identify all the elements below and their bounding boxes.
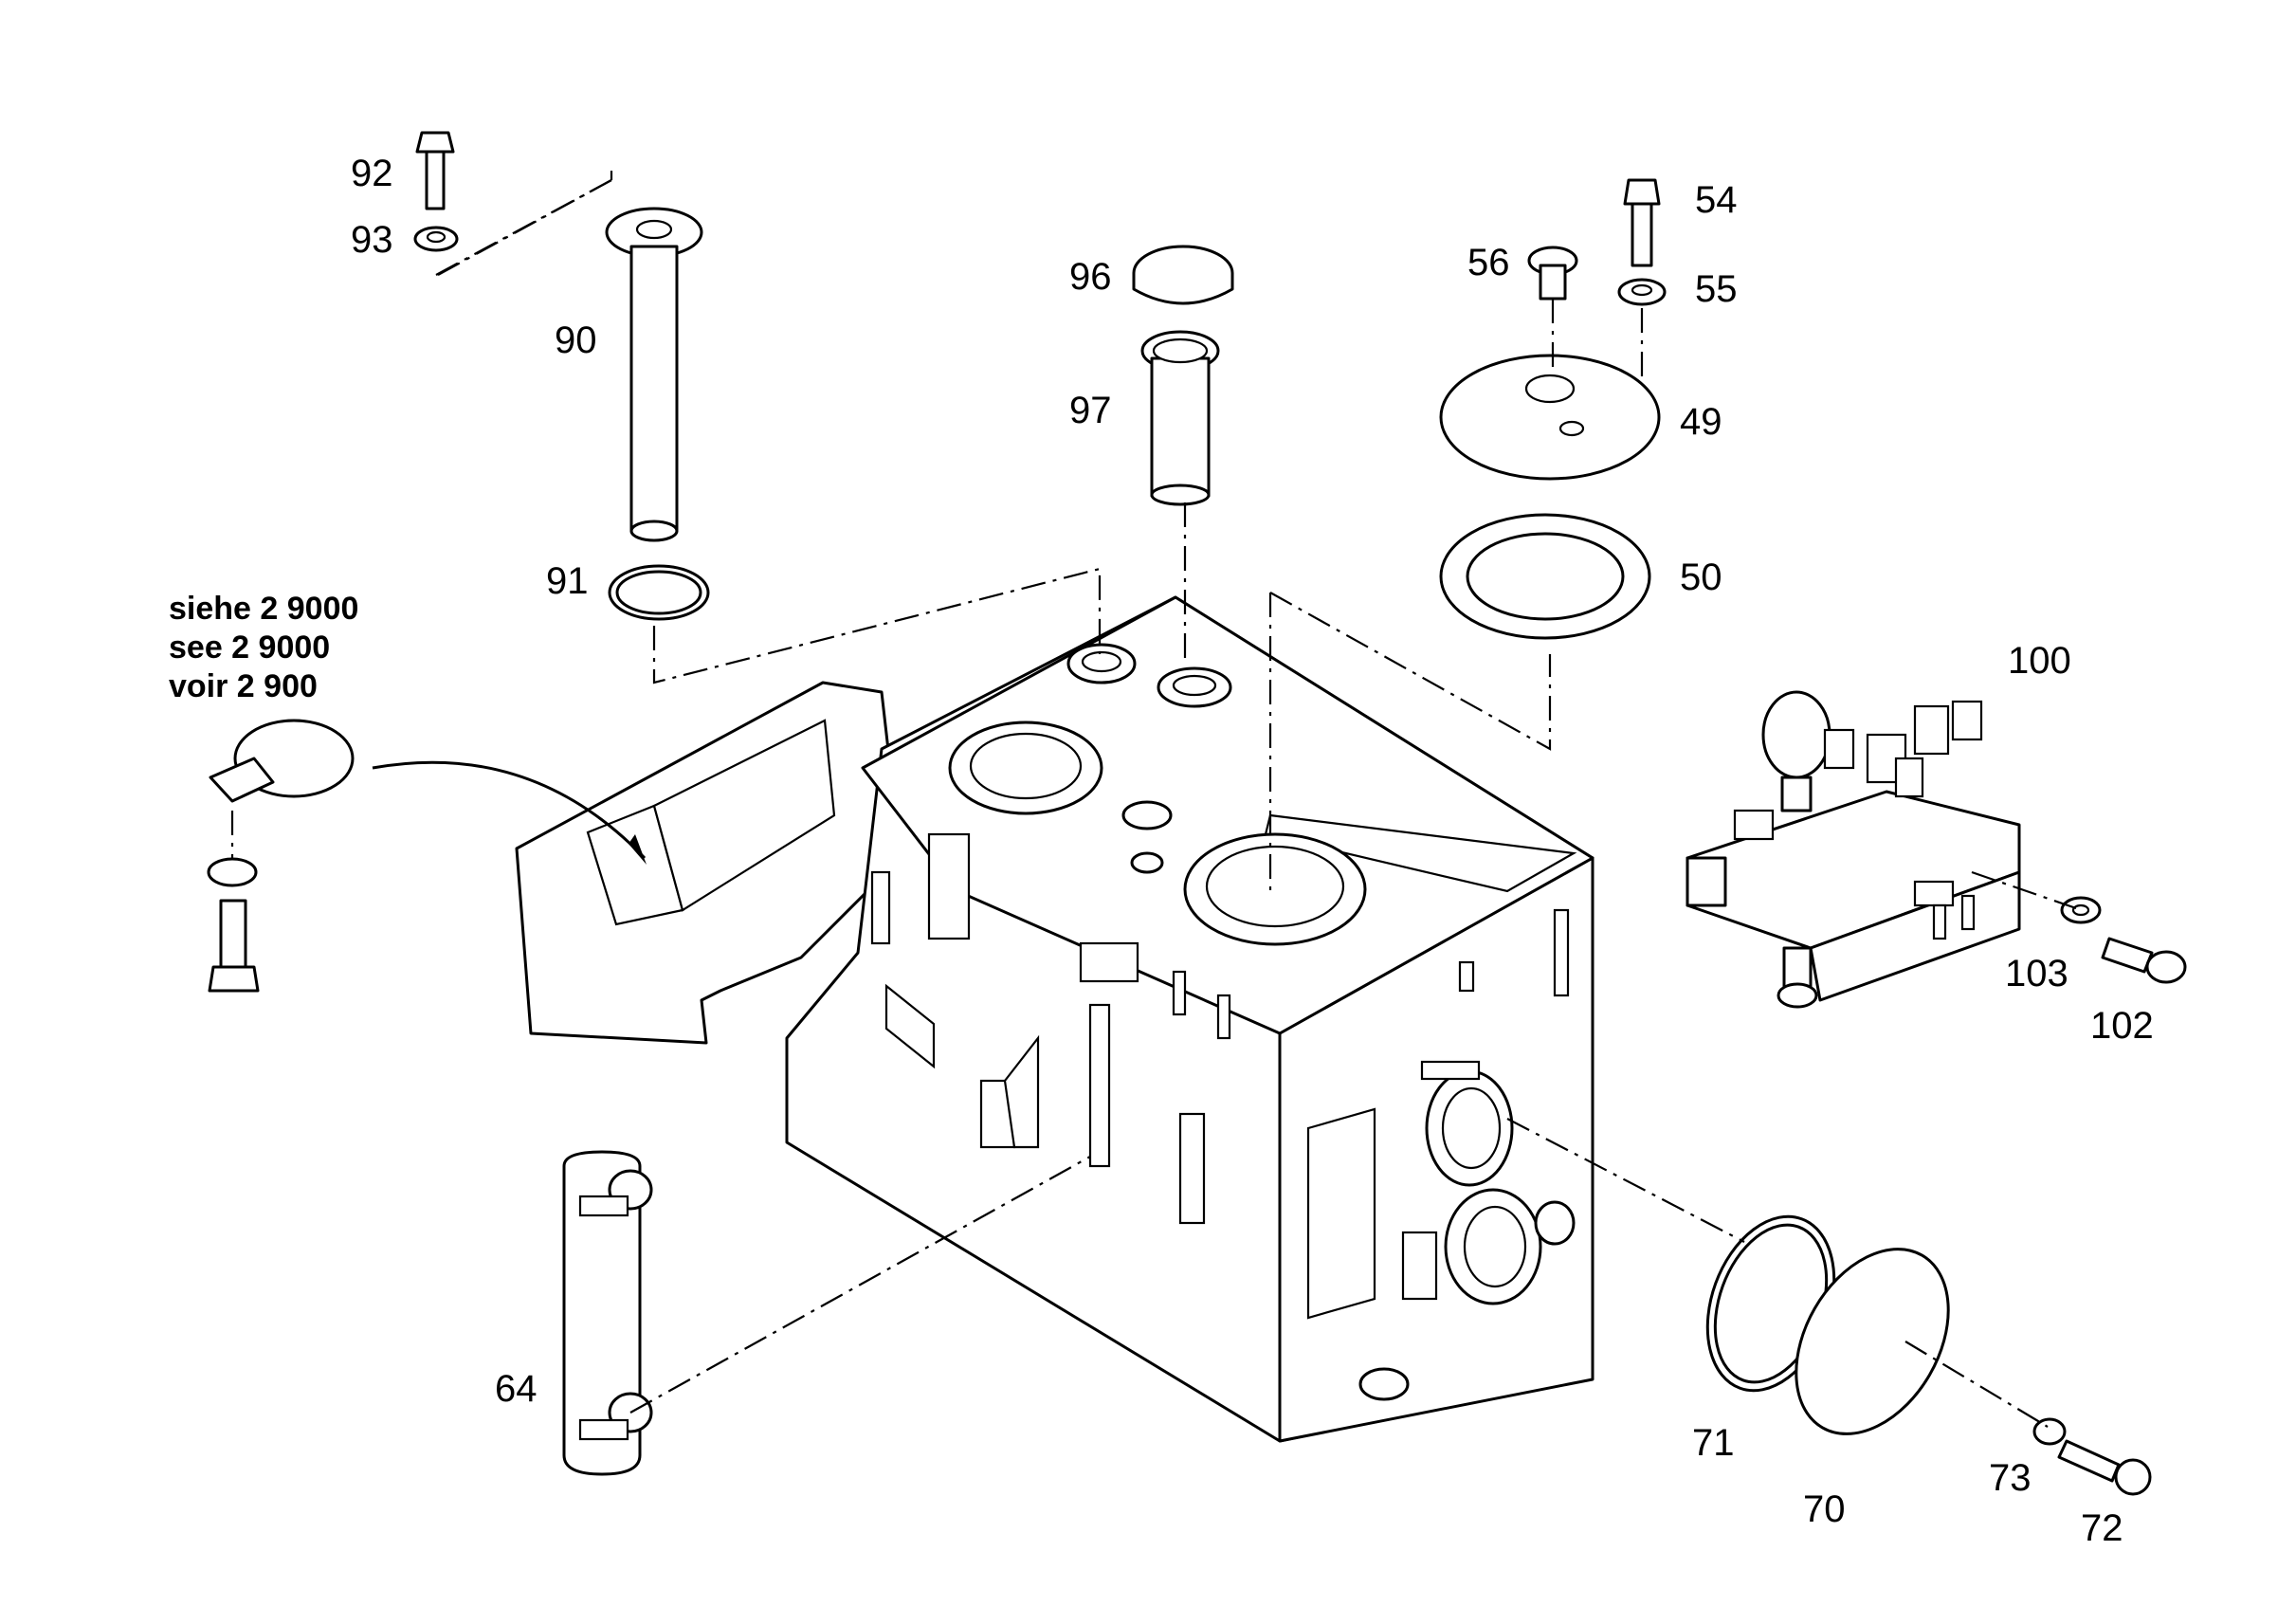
callout-93: 93	[351, 219, 393, 261]
callout-72: 72	[2081, 1507, 2123, 1549]
callout-96: 96	[1069, 256, 1112, 298]
leader-lines	[230, 171, 2077, 1428]
gasket-50	[1439, 513, 1651, 640]
callout-92: 92	[351, 153, 393, 194]
bolt-72	[2057, 1439, 2152, 1496]
bolt-54	[1623, 178, 1661, 267]
callout-55: 55	[1695, 268, 1738, 310]
callout-103: 103	[2005, 953, 2068, 994]
bolt-102	[2101, 937, 2187, 984]
callout-50: 50	[1680, 557, 1722, 598]
callout-64: 64	[495, 1368, 538, 1410]
level-sensor-tube-90	[605, 207, 703, 542]
callout-91: 91	[546, 560, 589, 602]
reference-note-fr: voir 2 900	[169, 668, 318, 704]
bolt-92	[415, 131, 455, 210]
cover-plate-49	[1439, 354, 1661, 481]
callout-70: 70	[1803, 1488, 1846, 1530]
callout-71: 71	[1692, 1422, 1735, 1464]
callout-90: 90	[555, 319, 597, 361]
strainer-97	[1140, 330, 1220, 506]
callout-73: 73	[1989, 1457, 2032, 1499]
washer-103	[2060, 896, 2102, 924]
callout-49: 49	[1680, 401, 1722, 443]
washer-73	[2032, 1417, 2067, 1446]
callout-97: 97	[1069, 390, 1112, 431]
plug-56	[1527, 246, 1578, 301]
cover-70	[1795, 1248, 1950, 1435]
reference-note-en: see 2 9000	[169, 630, 330, 666]
callout-56: 56	[1467, 242, 1510, 283]
valve-block-100	[1686, 690, 2021, 1009]
o-ring-91	[608, 564, 710, 621]
washer-55	[1617, 278, 1667, 306]
sight-glass-64	[562, 1150, 653, 1476]
washer-93	[413, 226, 459, 252]
callout-54: 54	[1695, 179, 1738, 221]
hydraulic-tank-body	[515, 595, 1594, 1443]
reference-note-de: siehe 2 9000	[169, 591, 358, 627]
callout-100: 100	[2008, 640, 2071, 682]
reference-assembly	[207, 719, 647, 993]
callout-102: 102	[2090, 1005, 2154, 1047]
filler-cap-96	[1132, 245, 1234, 305]
